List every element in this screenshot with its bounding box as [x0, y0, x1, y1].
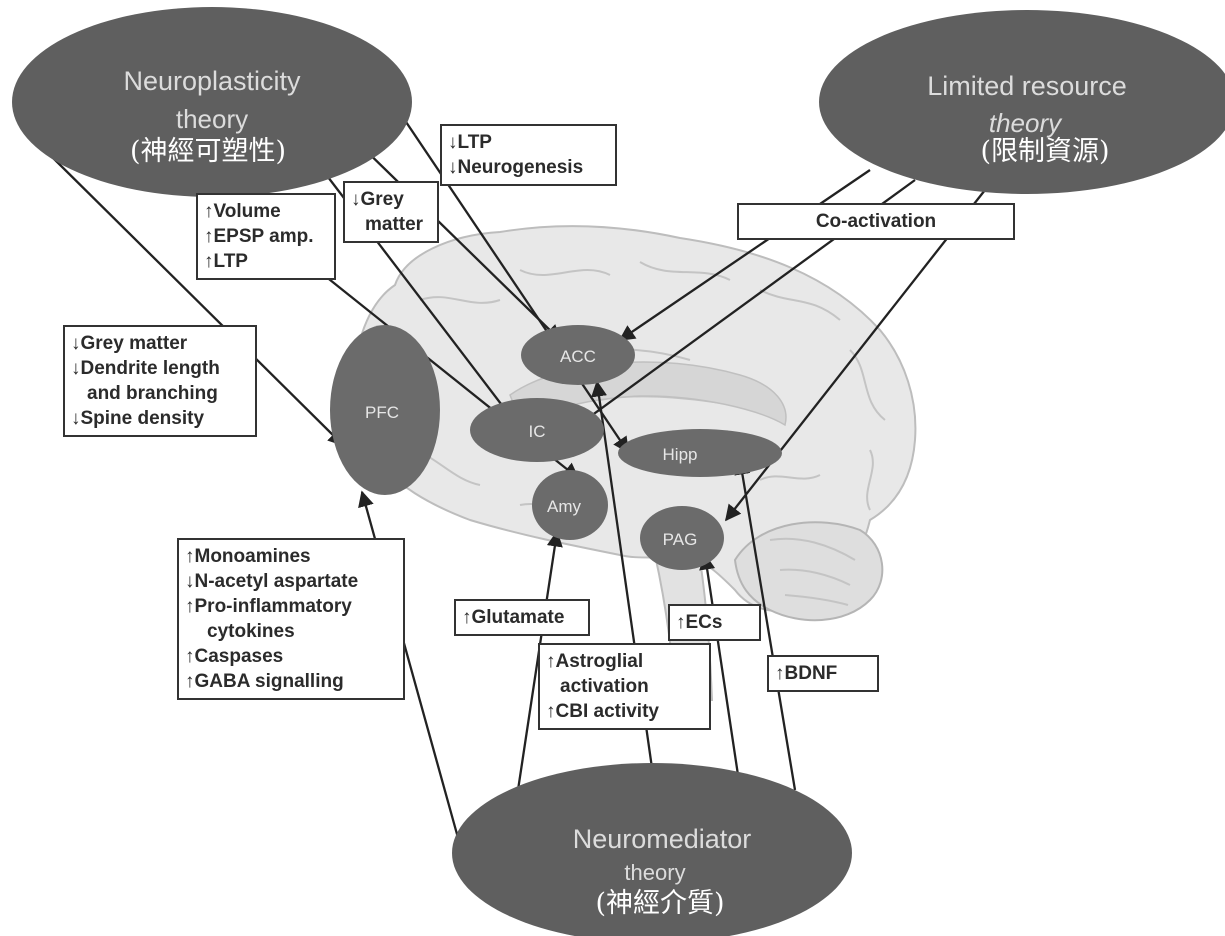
box-line: ↑Monoamines	[185, 544, 397, 569]
box-bdnf: ↑BDNF	[767, 655, 879, 692]
box-line: ↑Volume	[204, 199, 328, 224]
box-line: ↑BDNF	[775, 661, 871, 686]
theory-neuromediator-sub: theory	[624, 860, 685, 885]
box-line: matter	[351, 212, 431, 237]
box-line: ↑LTP	[204, 249, 328, 274]
box-line: ↓Dendrite length	[71, 356, 249, 381]
theory-neuroplasticity-name: Neuroplasticity	[123, 66, 301, 96]
box-line: ↓N-acetyl aspartate	[185, 569, 397, 594]
region-label-pag: PAG	[663, 530, 698, 549]
theory-neuromediator-cjk: (神經介質)	[595, 888, 724, 919]
region-label-pfc: PFC	[365, 403, 399, 422]
box-line: and branching	[71, 381, 249, 406]
box-line: ↓Spine density	[71, 406, 249, 431]
theory-limited-resource-name: Limited resource	[927, 71, 1127, 101]
box-ecs: ↑ECs	[668, 604, 761, 641]
box-line: Co-activation	[745, 209, 1007, 234]
theory-neuroplasticity-cjk: (神經可塑性)	[130, 136, 286, 167]
theory-neuroplasticity-sub: theory	[176, 104, 248, 134]
box-dendrite: ↓Grey matter ↓Dendrite length and branch…	[63, 325, 257, 437]
box-line: ↓LTP	[448, 130, 609, 155]
box-line: ↑Caspases	[185, 644, 397, 669]
box-line: ↑Astroglial	[546, 649, 703, 674]
box-line: ↓Neurogenesis	[448, 155, 609, 180]
box-astroglial: ↑Astroglial activation ↑CBI activity	[538, 643, 711, 730]
box-grey-matter: ↓Grey matter	[343, 181, 439, 243]
theory-neuromediator: Neuromediator theory (神經介質)	[452, 763, 852, 936]
theory-limited-resource-cjk: (限制資源)	[980, 136, 1109, 167]
box-line: ↑EPSP amp.	[204, 224, 328, 249]
box-ltp-neurogenesis: ↓LTP ↓Neurogenesis	[440, 124, 617, 186]
box-line: ↑CBI activity	[546, 699, 703, 724]
box-line: ↑Glutamate	[462, 605, 582, 630]
region-label-acc: ACC	[560, 347, 596, 366]
box-line: activation	[546, 674, 703, 699]
theory-limited-resource: Limited resource theory (限制資源)	[819, 10, 1225, 194]
box-glutamate: ↑Glutamate	[454, 599, 590, 636]
box-line: ↓Grey matter	[71, 331, 249, 356]
box-volume-epsp-ltp: ↑Volume ↑EPSP amp. ↑LTP	[196, 193, 336, 280]
theory-limited-resource-sub: theory	[989, 108, 1063, 138]
region-label-hipp: Hipp	[663, 445, 698, 464]
box-line: ↑ECs	[676, 610, 753, 635]
region-hipp	[618, 429, 782, 477]
box-coactivation: Co-activation	[737, 203, 1015, 240]
theory-neuroplasticity-bubble	[12, 7, 412, 197]
box-line: ↑GABA signalling	[185, 669, 397, 694]
box-monoamines: ↑Monoamines ↓N-acetyl aspartate ↑Pro-inf…	[177, 538, 405, 700]
box-line: ↑Pro-inflammatory	[185, 594, 397, 619]
box-line: cytokines	[185, 619, 397, 644]
theory-neuroplasticity: Neuroplasticity theory (神經可塑性)	[12, 7, 412, 197]
region-label-amy: Amy	[547, 497, 582, 516]
region-label-ic: IC	[529, 422, 546, 441]
theory-neuromediator-name: Neuromediator	[573, 824, 752, 854]
box-line: ↓Grey	[351, 187, 431, 212]
